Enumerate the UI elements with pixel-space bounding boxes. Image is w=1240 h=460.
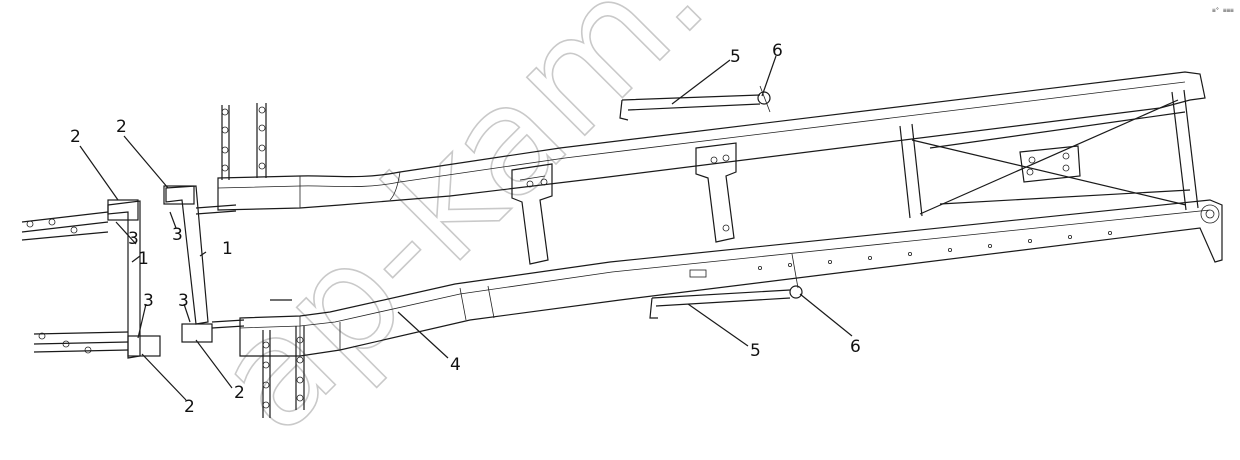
rail-hole-row	[689, 230, 1113, 278]
part-label: 1	[138, 249, 149, 269]
part-label: 3	[178, 291, 189, 311]
upper-side-rail	[217, 71, 1206, 211]
lower-side-rail	[239, 199, 1223, 357]
bolt-group-mid-lower	[211, 299, 292, 329]
bolt-group-lower-vertical	[262, 326, 305, 418]
corner-code: ≡° ≡≡≡	[1212, 7, 1234, 14]
part-label: 2	[116, 117, 127, 137]
upper-stay-rod	[619, 85, 771, 121]
part-label: 5	[730, 47, 741, 67]
mounting-plate-rear-upper	[107, 199, 139, 221]
rear-cross-member	[107, 185, 213, 359]
part-label: 3	[128, 229, 139, 249]
bolt-group-left-lower	[33, 331, 129, 354]
part-label: 3	[172, 225, 183, 245]
main-frame-assembly	[217, 71, 1223, 357]
bolt-group-left-upper	[21, 211, 109, 241]
part-label: 2	[70, 127, 81, 147]
bolt-group-upper-vertical	[221, 103, 267, 180]
part-label: 4	[450, 355, 461, 375]
lower-stay-rod	[649, 253, 803, 319]
watermark: ap-kam.r	[182, 0, 781, 460]
callout-leaders	[79, 55, 853, 401]
part-label: 6	[772, 41, 783, 61]
part-label: 2	[184, 397, 195, 417]
mounting-plate-rear-lower	[127, 335, 161, 357]
bolt-group-mid-upper	[195, 204, 237, 215]
part-label: 1	[222, 239, 233, 259]
part-label: 3	[143, 291, 154, 311]
mounting-plate-front-upper	[163, 185, 195, 205]
part-label: 6	[850, 337, 861, 357]
part-label: 2	[234, 383, 245, 403]
part-label: 5	[750, 341, 761, 361]
cross-members	[511, 89, 1199, 265]
part-labels: 2 2 3 3 1 1 3 3 2 2 4 5 6 5 6	[70, 41, 861, 417]
